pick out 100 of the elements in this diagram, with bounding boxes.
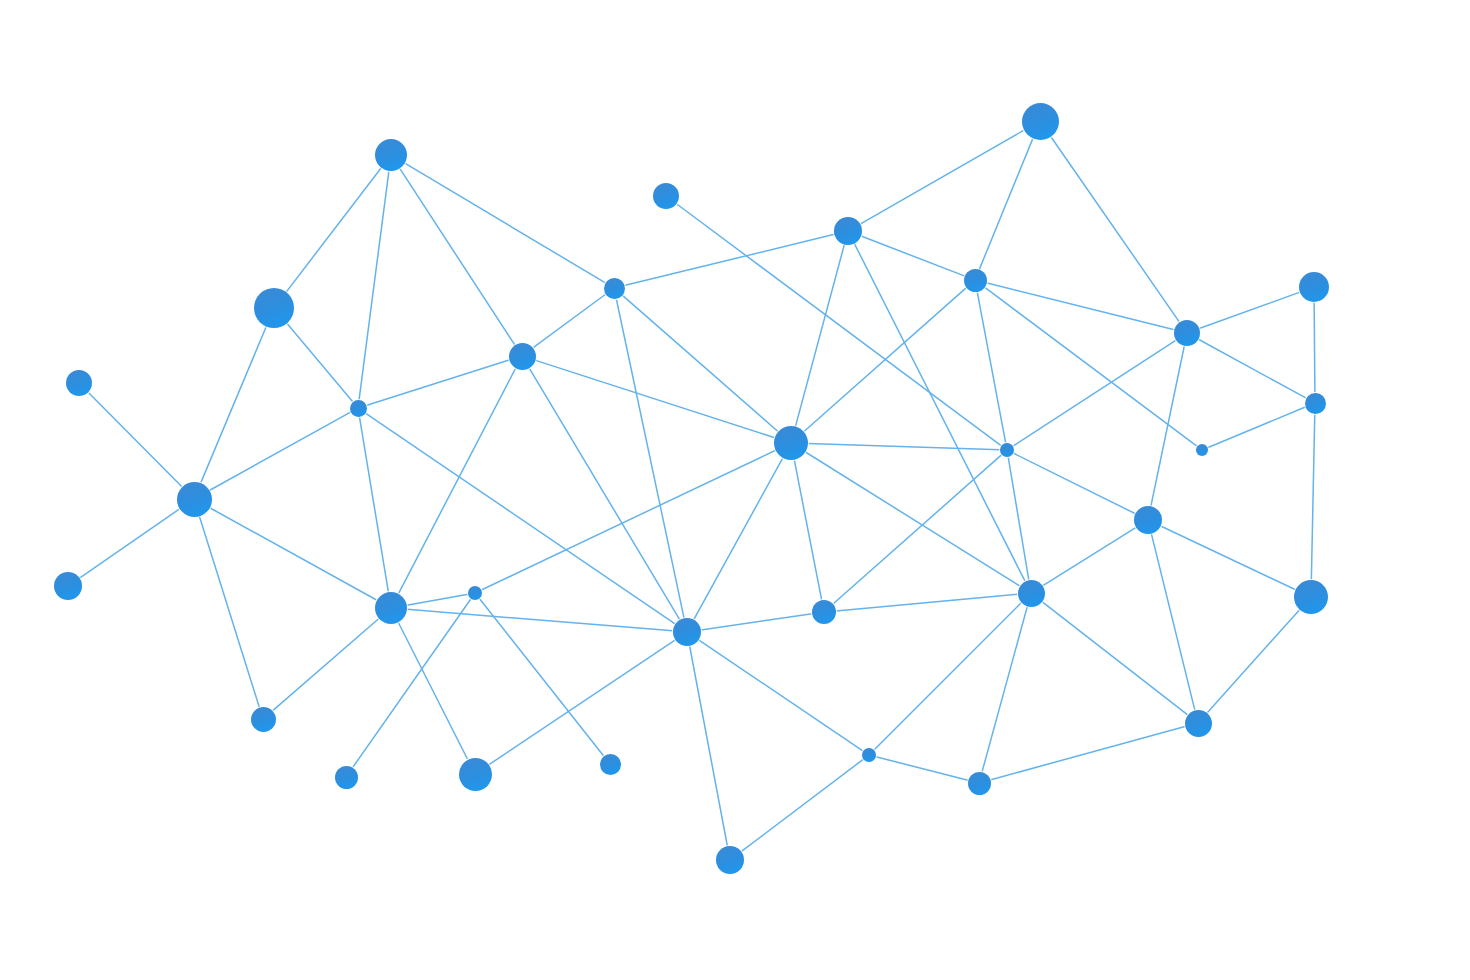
connector-line xyxy=(700,613,813,631)
connector-line xyxy=(675,203,1003,447)
connector-line xyxy=(1012,452,1137,515)
connector-line xyxy=(404,162,606,284)
network-node xyxy=(774,426,808,460)
connector-line xyxy=(1159,525,1297,591)
connector-line xyxy=(976,290,1007,444)
connector-line xyxy=(1041,526,1137,587)
connector-line xyxy=(87,391,183,488)
network-node xyxy=(1184,709,1212,737)
connector-line xyxy=(399,167,516,346)
network-node xyxy=(254,288,294,328)
network-node xyxy=(716,846,744,874)
connector-line xyxy=(697,639,864,752)
connector-line xyxy=(534,359,776,439)
connector-line xyxy=(853,242,1026,582)
connector-line xyxy=(200,325,267,484)
connector-line xyxy=(740,758,865,853)
network-node xyxy=(468,586,482,600)
connector-line xyxy=(271,617,380,712)
network-node xyxy=(1000,443,1014,457)
connector-line xyxy=(358,170,390,401)
connector-line xyxy=(1012,339,1177,447)
connector-line xyxy=(1150,345,1186,508)
connector-line xyxy=(832,453,1003,605)
connector-line xyxy=(1150,532,1196,711)
connector-line xyxy=(1198,291,1301,330)
connector-line xyxy=(365,359,510,407)
connector-line xyxy=(1007,456,1030,581)
network-node xyxy=(1017,579,1045,607)
network-node xyxy=(508,342,536,370)
connector-line xyxy=(208,506,378,601)
connector-line xyxy=(835,593,1019,612)
connector-line xyxy=(208,411,352,492)
connector-line xyxy=(285,166,383,293)
connector-line xyxy=(615,297,685,620)
network-node xyxy=(1134,506,1162,534)
network-node xyxy=(1294,580,1328,614)
connector-line xyxy=(981,605,1029,773)
connector-line xyxy=(860,235,965,277)
connector-line xyxy=(78,508,181,579)
network-node xyxy=(375,592,407,624)
network-node xyxy=(599,753,621,775)
network-node xyxy=(603,277,625,299)
connector-line xyxy=(803,286,968,433)
network-node xyxy=(1304,392,1326,414)
network-node xyxy=(673,618,701,646)
connector-line xyxy=(1049,135,1181,324)
connector-line xyxy=(1197,338,1307,399)
connector-line xyxy=(480,449,777,591)
connector-line xyxy=(198,514,260,708)
network-node xyxy=(458,757,492,791)
connector-line xyxy=(487,639,677,766)
connector-line xyxy=(406,593,469,606)
connector-line xyxy=(1313,301,1316,394)
connector-line xyxy=(621,294,779,433)
network-node xyxy=(1196,444,1208,456)
network-node xyxy=(812,600,836,624)
connector-line xyxy=(478,597,605,757)
connector-line xyxy=(623,233,836,287)
connector-line xyxy=(978,137,1034,271)
network-node xyxy=(250,706,276,732)
connector-line xyxy=(875,756,969,781)
connector-line xyxy=(688,645,729,847)
network-node xyxy=(54,572,82,600)
connector-line xyxy=(859,129,1025,225)
network-node xyxy=(967,771,991,795)
connector-line xyxy=(793,458,823,601)
network-node xyxy=(66,370,92,396)
network-node xyxy=(653,183,679,209)
connector-line xyxy=(286,322,354,403)
network-node xyxy=(963,268,987,292)
connector-line xyxy=(358,415,390,593)
connector-line xyxy=(397,621,469,761)
connector-line xyxy=(693,457,784,621)
connector-line xyxy=(364,412,677,625)
connector-line xyxy=(406,608,674,632)
connector-line xyxy=(397,367,517,595)
connector-line xyxy=(873,601,1023,751)
network-node xyxy=(334,765,358,789)
network-node xyxy=(176,481,212,517)
connector-line xyxy=(807,442,1001,451)
connector-line xyxy=(1310,412,1316,581)
connector-line xyxy=(985,282,1176,331)
connector-line xyxy=(1040,600,1189,716)
connector-line xyxy=(1206,608,1301,714)
network-node xyxy=(1299,272,1329,302)
network-node xyxy=(1174,320,1200,346)
connector-line xyxy=(804,451,1021,587)
connector-line xyxy=(794,243,846,428)
network-node xyxy=(375,139,407,171)
connector-line xyxy=(528,366,681,621)
network-node xyxy=(834,217,862,245)
connector-line xyxy=(532,293,607,349)
connector-line xyxy=(351,598,472,769)
network-node xyxy=(1021,102,1059,140)
connector-line xyxy=(1206,406,1307,449)
connector-line xyxy=(989,725,1186,781)
network-node xyxy=(349,399,367,417)
connector-line xyxy=(983,286,1198,448)
